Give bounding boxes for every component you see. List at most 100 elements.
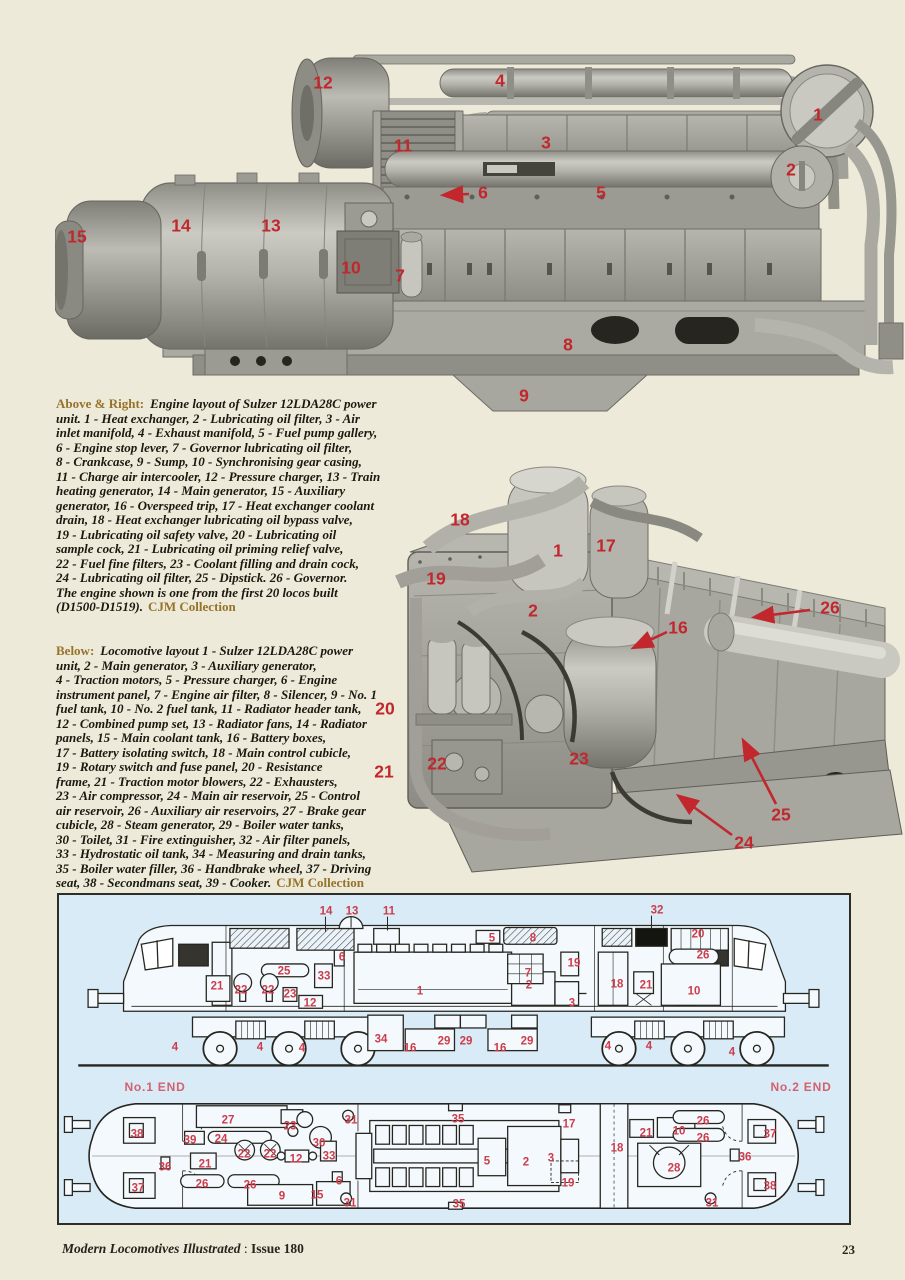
diagram-label-number: 1 <box>416 985 424 998</box>
photo-callout-number: 1 <box>553 540 563 561</box>
diagram-label-number: 14 <box>319 905 333 918</box>
photo-callout-number: 23 <box>569 748 589 769</box>
diagram-label-number: 26 <box>195 1178 209 1191</box>
diagram-label-number: 19 <box>561 1177 575 1190</box>
photo-callout-number: 20 <box>375 698 395 719</box>
diagram-label-number: 35 <box>452 1198 466 1211</box>
caption-credit: CJM Collection <box>148 599 236 614</box>
diagram-label-number: 21 <box>198 1158 212 1171</box>
caption-line: 30 - Toilet, 31 - Fire extinguisher, 32 … <box>56 831 428 848</box>
photo-callout-number: 14 <box>171 215 191 236</box>
caption-text: panels, 15 - Main coolant tank, 16 - Bat… <box>56 730 327 745</box>
caption-line: fuel tank, 10 - No. 2 fuel tank, 11 - Ra… <box>56 701 428 717</box>
caption-text: Engine layout of Sulzer 12LDA28C power <box>150 396 377 411</box>
caption-text: unit, 2 - Main generator, 3 - Auxiliary … <box>56 657 317 673</box>
diagram-label-number: 22 <box>263 1148 277 1161</box>
diagram-label-number: 36 <box>158 1161 172 1174</box>
issue-number: Issue 180 <box>251 1241 304 1256</box>
caption-line: 19 - Rotary switch and fuse panel, 20 - … <box>56 759 428 775</box>
photo-callout-number: 11 <box>393 135 413 156</box>
locomotive-cutaway-drawing <box>63 915 829 1210</box>
diagram-label-number: 12 <box>303 997 317 1010</box>
diagram-label-number: 21 <box>639 979 653 992</box>
photo-callout-number: 10 <box>341 257 361 278</box>
diagram-label-number: 4 <box>645 1040 653 1053</box>
diagram-label-number: 22 <box>234 984 248 997</box>
caption-line: drain, 18 - Heat exchanger lubricating o… <box>56 512 428 528</box>
photo-callout-number: 16 <box>668 617 688 638</box>
caption-line: 35 - Boiler water filler, 36 - Handbrake… <box>56 861 428 877</box>
caption-line: (D1500-D1519).CJM Collection <box>56 599 428 615</box>
caption-line: frame, 21 - Traction motor blowers, 22 -… <box>56 773 428 790</box>
diagram-label-number: 19 <box>567 957 581 970</box>
diagram-label-number: 13 <box>345 905 359 918</box>
page-number: 23 <box>842 1242 855 1257</box>
diagram-label-number: 12 <box>289 1153 303 1166</box>
caption-text: unit. 1 - Heat exchanger, 2 - Lubricatin… <box>56 410 360 426</box>
caption-text: 4 - Traction motors, 5 - Pressure charge… <box>56 672 338 687</box>
photo-callout-number: 21 <box>374 761 394 782</box>
caption-text: inlet manifold, 4 - Exhaust manifold, 5 … <box>56 425 378 440</box>
diagram-label-number: 17 <box>562 1118 576 1131</box>
caption-text: sample cock, 21 - Lubricating oil primin… <box>56 541 344 556</box>
diagram-label-number: 31 <box>344 1114 358 1127</box>
diagram-label-number: 18 <box>610 1142 624 1155</box>
diagram-label-number: 16 <box>493 1042 507 1055</box>
diagram-label-number: 9 <box>278 1190 286 1203</box>
caption-text: air reservoir, 26 - Auxiliary air reserv… <box>56 802 367 818</box>
diagram-label-number: 4 <box>171 1041 179 1054</box>
footer-separator: : <box>240 1241 252 1256</box>
caption-line: 12 - Combined pump set, 13 - Radiator fa… <box>56 715 428 732</box>
caption-line: 11 - Charge air intercooler, 12 - Pressu… <box>56 469 428 485</box>
diagram-label-number: 11 <box>382 905 396 918</box>
diagram-label-number: 5 <box>488 932 496 945</box>
diagram-label-number: 7 <box>524 967 532 980</box>
caption-text: cubicle, 28 - Steam generator, 29 - Boil… <box>56 817 345 832</box>
journal-title: Modern Locomotives Illustrated <box>62 1241 241 1256</box>
photo-callout-number: 3 <box>541 132 551 153</box>
end-label: No.1 END <box>124 1080 186 1094</box>
diagram-label-number: 21 <box>210 980 224 993</box>
diagram-label-number: 22 <box>261 984 275 997</box>
diagram-label-number: 38 <box>130 1128 144 1141</box>
caption-text: 30 - Toilet, 31 - Fire extinguisher, 32 … <box>56 831 351 847</box>
diagram-label-number: 22 <box>237 1148 251 1161</box>
caption-engine-layout: Above & Right:Engine layout of Sulzer 12… <box>56 396 428 615</box>
diagram-label-number: 2 <box>525 979 533 992</box>
caption-line: 24 - Lubricating oil filter, 25 - Dipsti… <box>56 570 428 586</box>
caption-text: 12 - Combined pump set, 13 - Radiator fa… <box>56 715 367 731</box>
diagram-label-number: 21 <box>639 1127 653 1140</box>
caption-line: The engine shown is one from the first 2… <box>56 585 428 601</box>
diagram-label-number: 26 <box>243 1179 257 1192</box>
caption-text: 23 - Air compressor, 24 - Main air reser… <box>56 788 360 803</box>
photo-callout-number: 24 <box>734 832 754 853</box>
end-label: No.2 END <box>770 1080 832 1094</box>
diagram-label-number: 37 <box>763 1128 777 1141</box>
photo-callout-number: 2 <box>786 159 796 180</box>
photo-callout-number: 9 <box>519 385 529 406</box>
caption-line: seat, 38 - Secondmans seat, 39 - Cooker.… <box>56 875 428 891</box>
photo-callout-number: 19 <box>426 568 446 589</box>
caption-line: inlet manifold, 4 - Exhaust manifold, 5 … <box>56 425 428 441</box>
diagram-label-number: 23 <box>283 1120 297 1133</box>
diagram-label-number: 18 <box>610 978 624 991</box>
diagram-label-number: 28 <box>667 1162 681 1175</box>
diagram-label-number: 3 <box>547 1152 555 1165</box>
diagram-label-number: 6 <box>335 1175 343 1188</box>
diagram-label-number: 23 <box>283 988 297 1001</box>
diagram-label-number: 26 <box>696 1132 710 1145</box>
caption-lead: Below: <box>56 643 95 658</box>
photo-callout-number: 5 <box>596 182 606 203</box>
diagram-label-number: 4 <box>604 1040 612 1053</box>
caption-line: sample cock, 21 - Lubricating oil primin… <box>56 541 428 557</box>
photo-callout-number: 18 <box>450 509 470 530</box>
caption-line: air reservoir, 26 - Auxiliary air reserv… <box>56 802 428 819</box>
caption-text: 8 - Crankcase, 9 - Sump, 10 - Synchronis… <box>56 454 362 469</box>
diagram-label-number: 2 <box>522 1156 530 1169</box>
caption-text: frame, 21 - Traction motor blowers, 22 -… <box>56 773 338 789</box>
diagram-label-number: 26 <box>696 1115 710 1128</box>
